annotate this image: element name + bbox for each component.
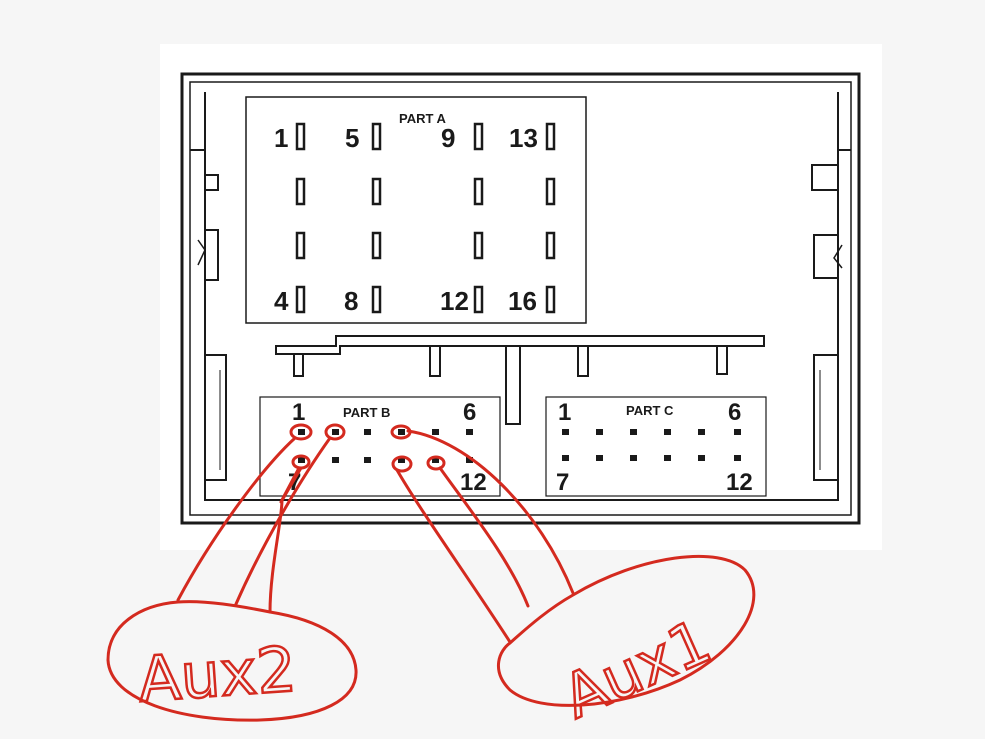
part-a-pin-1: 1 <box>274 123 288 153</box>
part-b-pin-12: 12 <box>460 469 487 496</box>
part-a-pin-9: 9 <box>441 123 455 153</box>
part-a-pin-5: 5 <box>345 123 359 153</box>
part-c-panel: PART C 1 6 7 12 <box>545 396 767 497</box>
aux2-bubble <box>106 600 358 722</box>
part-b-label: PART B <box>343 405 390 420</box>
part-a-pin-12: 12 <box>440 286 469 316</box>
part-c-pin-12: 12 <box>726 469 753 496</box>
wire-aux2-a <box>176 436 297 602</box>
pin-circle-b2 <box>324 423 346 441</box>
wire-aux1-b <box>395 468 512 644</box>
part-a-pin-slots <box>295 122 556 314</box>
wire-aux1-a <box>406 429 575 595</box>
part-a-pin-4: 4 <box>274 286 289 316</box>
part-a-pin-13: 13 <box>509 123 538 153</box>
part-b-pin-dots <box>298 429 473 463</box>
part-b-pin-1: 1 <box>292 399 305 426</box>
pin-circle-b10 <box>391 455 413 473</box>
key-rail <box>275 335 765 425</box>
aux1-label: Aux1 <box>553 607 721 733</box>
connector-housing <box>180 72 861 525</box>
wire-aux2-d <box>279 466 303 504</box>
part-a-pin-8: 8 <box>344 286 358 316</box>
aux2-label: Aux2 <box>136 632 299 716</box>
part-a-pin-16: 16 <box>508 286 537 316</box>
part-c-pin-7: 7 <box>556 469 569 496</box>
pin-circle-b11 <box>426 455 446 471</box>
aux1-bubble <box>497 554 756 707</box>
handwritten-annotations <box>106 423 756 722</box>
part-c-pin-6: 6 <box>728 399 741 426</box>
part-c-label: PART C <box>626 403 674 418</box>
part-b-pin-6: 6 <box>463 399 476 426</box>
part-c-pin-1: 1 <box>558 399 571 426</box>
pin-circle-b1 <box>289 423 313 441</box>
part-b-panel: PART B 1 6 7 12 <box>259 396 501 497</box>
wire-aux1-c <box>438 466 530 608</box>
part-a-label: PART A <box>399 111 447 126</box>
part-c-pin-dots <box>562 429 741 461</box>
part-a-panel: PART A 1 5 9 13 4 8 12 16 <box>245 96 587 324</box>
